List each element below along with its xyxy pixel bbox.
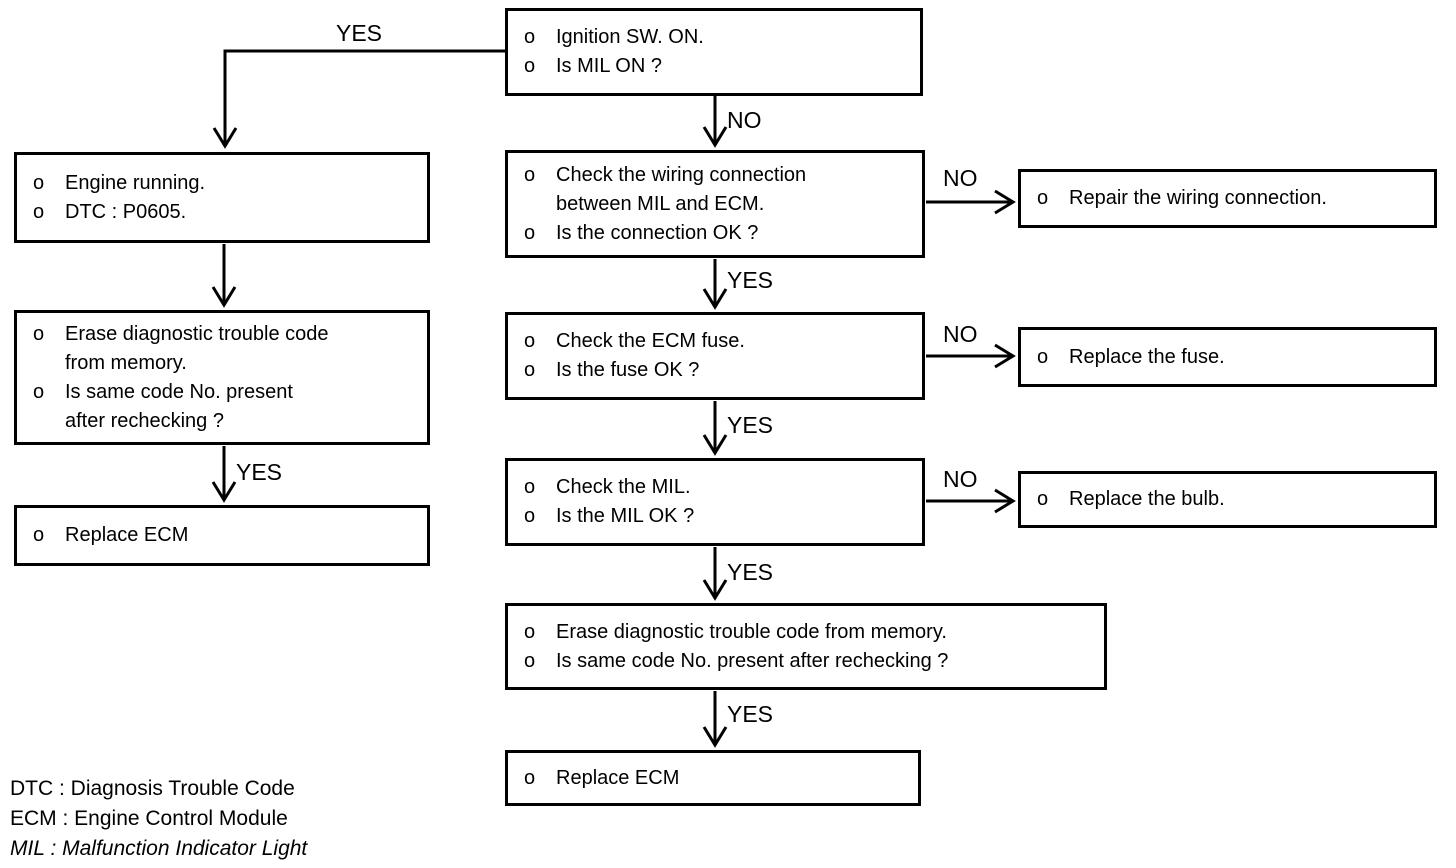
- node-text: Is the connection OK ?: [556, 221, 759, 244]
- legend-line-mil: MIL : Malfunction Indicator Light: [10, 837, 308, 860]
- edge-label-no-fuse: NO: [943, 321, 978, 347]
- edge-label-no-start-down: NO: [727, 107, 762, 133]
- edge-label-no-wiring: NO: [943, 165, 978, 191]
- node-text: Is MIL ON ?: [556, 55, 662, 77]
- node-text: Engine running.: [65, 171, 206, 194]
- node-text: Ignition SW. ON.: [556, 26, 704, 48]
- legend-line-ecm: ECM : Engine Control Module: [10, 807, 288, 830]
- bullet-marker: o: [524, 163, 536, 186]
- bullet-marker: o: [524, 505, 536, 527]
- node-text: Is same code No. present: [65, 380, 293, 403]
- bullet-marker: o: [1037, 345, 1049, 368]
- bullet-marker: o: [524, 766, 536, 789]
- node-text: Is same code No. present after recheckin…: [556, 649, 949, 672]
- node-text: from memory.: [65, 351, 187, 374]
- legend-line-dtc: DTC : Diagnosis Trouble Code: [10, 777, 295, 800]
- flow-node-check-fuse: o Check the ECM fuse. o Is the fuse OK ?: [505, 312, 925, 400]
- node-text: Is the MIL OK ?: [556, 505, 695, 527]
- node-text: Erase diagnostic trouble code: [65, 322, 329, 345]
- connector-yes-start-to-engine: [212, 49, 507, 149]
- abbreviation-legend: DTC : Diagnosis Trouble Code ECM : Engin…: [10, 774, 307, 864]
- flow-node-replace-fuse: o Replace the fuse.: [1018, 327, 1437, 387]
- edge-label-yes-fuse: YES: [727, 412, 774, 438]
- flow-node-erase-recheck-left: o Erase diagnostic trouble code from memo…: [14, 310, 430, 445]
- node-text: Repair the wiring connection.: [1069, 187, 1327, 209]
- node-text: Erase diagnostic trouble code from memor…: [556, 620, 947, 643]
- bullet-marker: o: [524, 221, 536, 244]
- node-text: Replace ECM: [65, 524, 189, 546]
- bullet-marker: o: [1037, 187, 1049, 209]
- node-text: Check the MIL.: [556, 476, 691, 498]
- edge-label-yes-start-left: YES: [336, 20, 383, 46]
- edge-label-yes-erase: YES: [727, 701, 774, 727]
- edge-label-yes-left-branch: YES: [236, 459, 283, 485]
- node-text: between MIL and ECM.: [556, 192, 765, 215]
- flow-node-replace-bulb: o Replace the bulb.: [1018, 471, 1437, 528]
- bullet-marker: o: [33, 380, 45, 403]
- flow-node-start: o Ignition SW. ON. o Is MIL ON ?: [505, 8, 923, 96]
- bullet-marker: o: [1037, 488, 1049, 510]
- flow-node-check-mil: o Check the MIL. o Is the MIL OK ?: [505, 458, 925, 546]
- flow-node-repair-wiring: o Repair the wiring connection.: [1018, 169, 1437, 228]
- bullet-marker: o: [33, 171, 45, 194]
- bullet-marker: o: [524, 649, 536, 672]
- flow-node-replace-ecm-left: o Replace ECM: [14, 505, 430, 566]
- flow-node-check-wiring: o Check the wiring connection between MIL…: [505, 150, 925, 258]
- bullet-marker: o: [33, 524, 45, 546]
- node-text: after rechecking ?: [65, 409, 224, 432]
- flow-node-erase-recheck: o Erase diagnostic trouble code from memo…: [505, 603, 1107, 690]
- bullet-marker: o: [524, 359, 536, 381]
- bullet-marker: o: [524, 55, 536, 77]
- edge-label-yes-mil: YES: [727, 559, 774, 585]
- node-text: Is the fuse OK ?: [556, 359, 700, 381]
- bullet-marker: o: [524, 620, 536, 643]
- node-text: Replace the fuse.: [1069, 345, 1225, 368]
- node-text: Replace ECM: [556, 766, 680, 789]
- edge-label-yes-wiring: YES: [727, 267, 774, 293]
- bullet-marker: o: [524, 476, 536, 498]
- bullet-marker: o: [524, 330, 536, 352]
- bullet-marker: o: [524, 26, 536, 48]
- node-text: Check the wiring connection: [556, 163, 807, 186]
- node-text: Check the ECM fuse.: [556, 330, 745, 352]
- bullet-marker: o: [33, 200, 45, 223]
- flow-node-replace-ecm: o Replace ECM: [505, 750, 921, 806]
- bullet-marker: o: [33, 322, 45, 345]
- node-text: Replace the bulb.: [1069, 488, 1225, 510]
- node-text: DTC : P0605.: [65, 200, 187, 223]
- edge-label-no-mil: NO: [943, 466, 978, 492]
